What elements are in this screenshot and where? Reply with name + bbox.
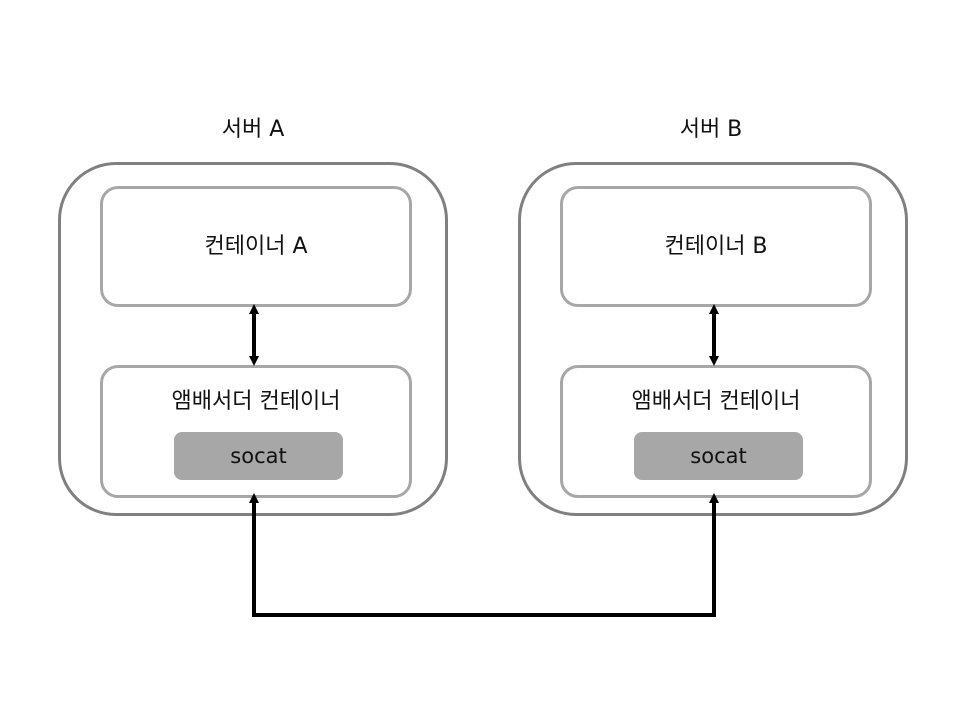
ambassador-a-label: 앰배서더 컨테이너 [171, 389, 341, 414]
server-a-box: 컨테이너 A 앰배서더 컨테이너 socat [58, 162, 448, 516]
ambassador-a-box: 앰배서더 컨테이너 socat [100, 365, 412, 498]
server-title-b: 서버 B [679, 117, 743, 142]
container-b-label: 컨테이너 B [664, 234, 768, 259]
ambassador-b-box: 앰배서더 컨테이너 socat [560, 365, 872, 498]
ambassador-b-label: 앰배서더 컨테이너 [631, 389, 801, 414]
server-b-box: 컨테이너 B 앰배서더 컨테이너 socat [518, 162, 908, 516]
server-title-a: 서버 A [221, 117, 285, 142]
socat-b-badge: socat [634, 432, 803, 480]
container-b-box: 컨테이너 B [560, 186, 872, 307]
socat-a-badge: socat [174, 432, 343, 480]
container-a-box: 컨테이너 A [100, 186, 412, 307]
container-a-label: 컨테이너 A [204, 234, 308, 259]
